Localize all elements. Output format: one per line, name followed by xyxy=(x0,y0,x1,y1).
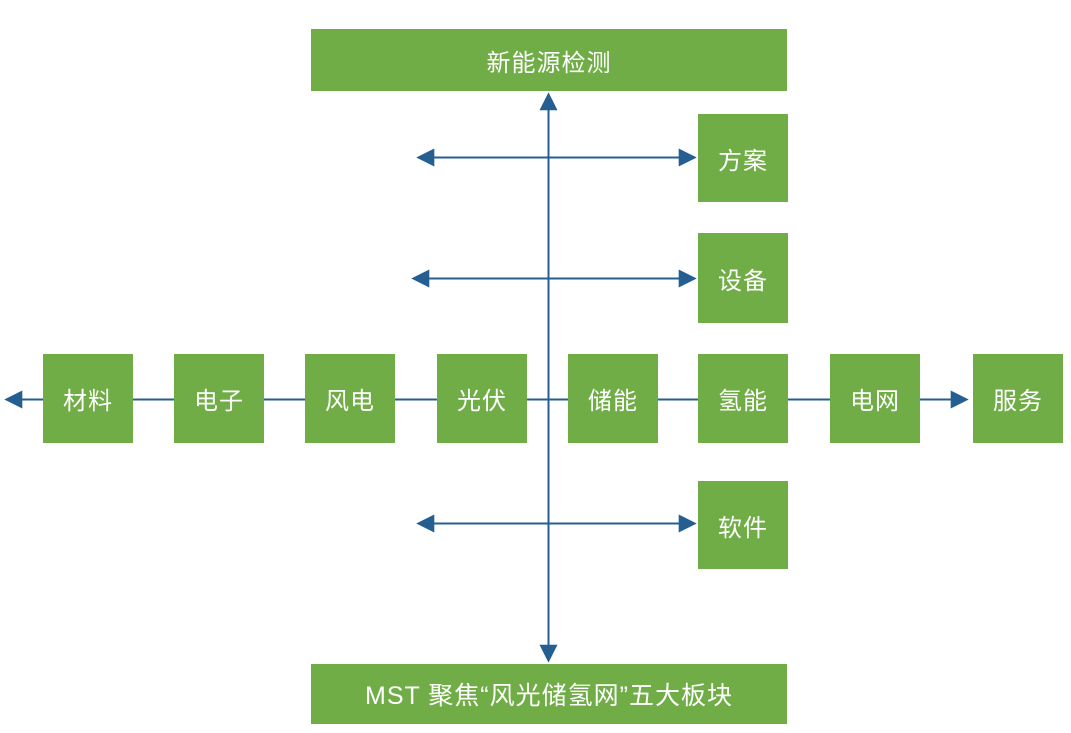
node-label: 设备 xyxy=(718,267,768,295)
node-materials: 材料 xyxy=(43,354,133,443)
node-services: 服务 xyxy=(973,354,1063,443)
node-label: 软件 xyxy=(718,514,768,542)
node-electronics: 电子 xyxy=(174,354,264,443)
node-label: 新能源检测 xyxy=(486,49,612,77)
node-new-energy-testing: 新能源检测 xyxy=(311,29,787,91)
node-bottom-banner: MST 聚焦“风光储氢网”五大板块 xyxy=(311,664,787,724)
node-label: 方案 xyxy=(718,147,768,175)
node-label: 电子 xyxy=(194,388,244,415)
node-energy-storage: 储能 xyxy=(568,354,658,443)
node-label: 材料 xyxy=(63,388,113,415)
node-label: 电网 xyxy=(850,388,900,415)
node-hydrogen: 氢能 xyxy=(698,354,788,443)
node-wind-power: 风电 xyxy=(305,354,395,443)
node-label: 储能 xyxy=(588,388,638,415)
node-solution: 方案 xyxy=(698,114,788,202)
node-photovoltaic: 光伏 xyxy=(437,354,527,443)
node-label: 服务 xyxy=(993,388,1043,415)
node-label: 氢能 xyxy=(718,388,768,415)
node-software: 软件 xyxy=(698,481,788,569)
node-label: 风电 xyxy=(325,388,375,415)
node-equipment: 设备 xyxy=(698,233,788,323)
node-label: 光伏 xyxy=(457,388,507,415)
node-power-grid: 电网 xyxy=(830,354,920,443)
node-label: MST 聚焦“风光储氢网”五大板块 xyxy=(365,682,733,710)
